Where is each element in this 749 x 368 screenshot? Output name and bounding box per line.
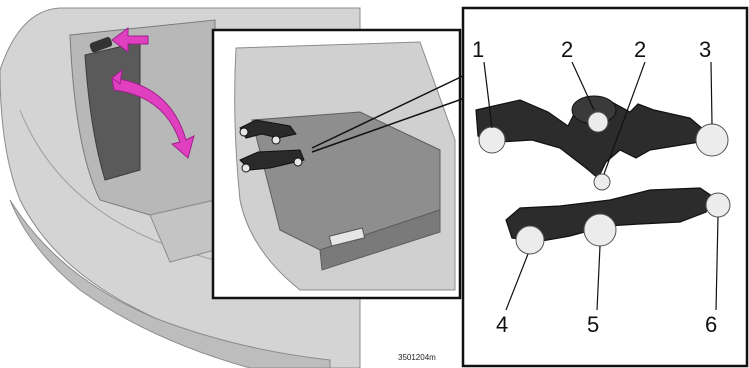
callout-5: 5 — [587, 312, 599, 337]
bulb-2b — [594, 174, 610, 190]
callout-2b: 2 — [634, 37, 646, 62]
callout-6: 6 — [705, 312, 717, 337]
bulb-4 — [516, 226, 544, 254]
bulb-5 — [584, 214, 616, 246]
bulb-holder-detail: 1 2 2 3 4 5 6 — [463, 8, 747, 366]
callout-4: 4 — [496, 312, 508, 337]
callout-1: 1 — [472, 37, 484, 62]
trunk-inset — [213, 30, 465, 298]
bulb-1 — [479, 127, 505, 153]
bulb-3 — [696, 124, 728, 156]
bulb-2a — [588, 112, 608, 132]
callout-2a: 2 — [561, 37, 573, 62]
bulb-6 — [706, 193, 730, 217]
figure-reference-code: 3501204m — [398, 353, 436, 362]
callout-3: 3 — [699, 37, 711, 62]
